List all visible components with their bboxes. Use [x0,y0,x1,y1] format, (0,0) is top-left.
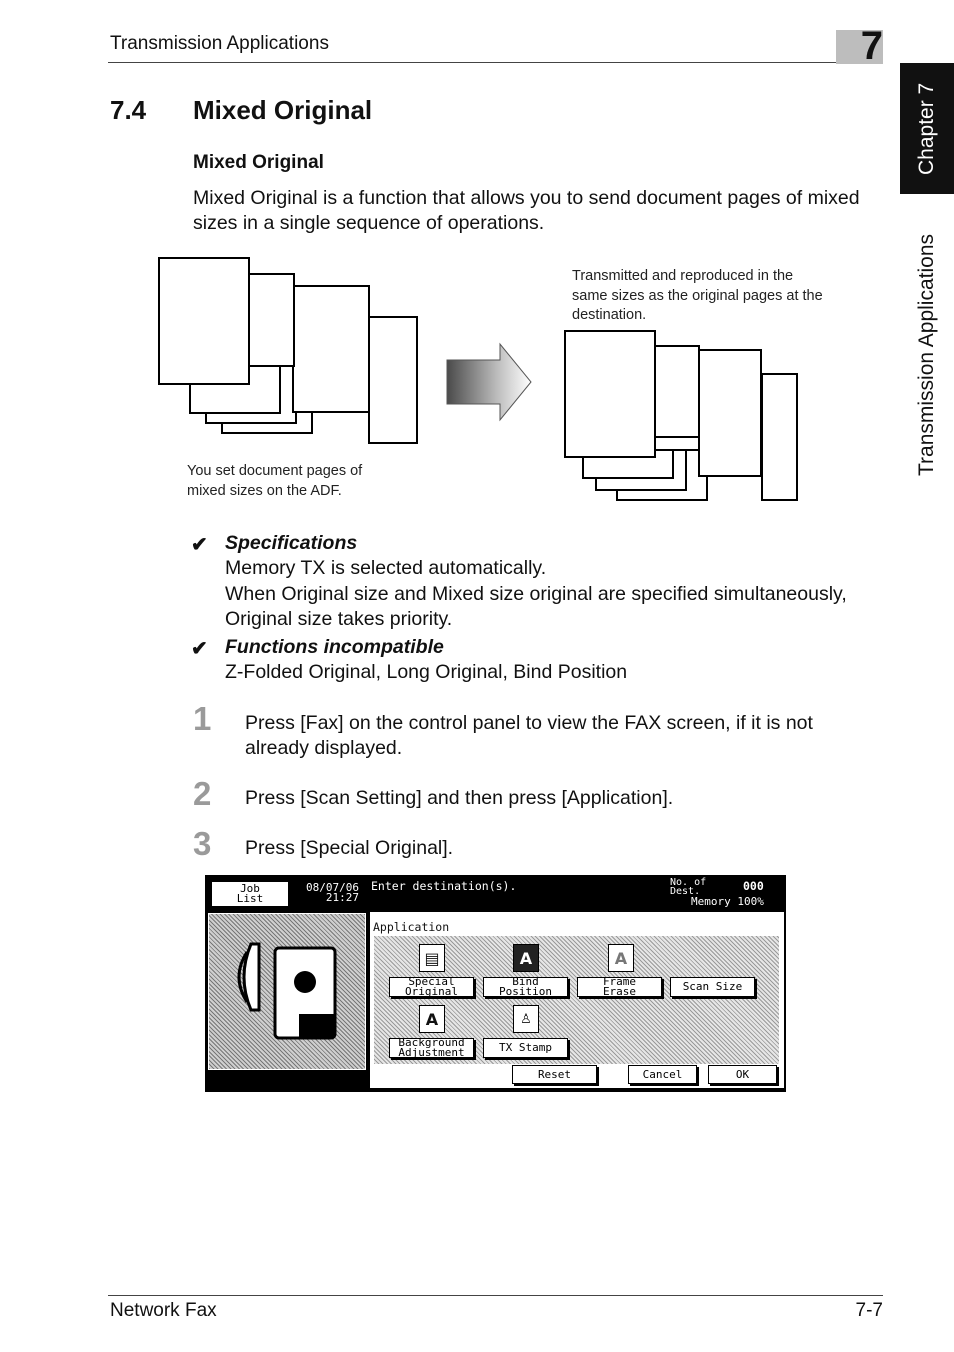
chapter-number-box [836,30,883,64]
fax-mode-panel [208,913,366,1070]
date: 08/07/06 [306,881,359,894]
reset-button[interactable]: Reset [512,1065,597,1084]
chapter-tab-label: Chapter 7 [915,82,938,175]
running-header: Transmission Applications [110,33,329,54]
header-rule [108,62,883,63]
background-adjustment-icon: A [419,1005,445,1033]
section-title: Mixed Original [193,95,373,125]
step-number: 1 [193,700,212,737]
fax-screen: Job List 08/07/06 21:27 Enter destinatio… [205,875,786,1092]
chapter-number: 7 [860,24,883,68]
chapter-tab [900,63,954,194]
section-tab-label: Transmission Applications [915,234,938,476]
panel-title: Application [373,920,450,934]
mixed-original-diagram [158,257,798,501]
bind-position-icon: A [513,944,539,972]
footer-title: Network Fax [110,1300,217,1321]
step-text: Press [Special Original]. [245,837,454,859]
incompatible-list: Z-Folded Original, Long Original, Bind P… [225,661,628,683]
dest-label: No. of Dest. [670,877,707,897]
step-number: 3 [193,825,212,862]
job-list-button[interactable]: Job List [211,881,289,907]
left-caption: You set document pages of mixed sizes on… [187,463,363,499]
spec-line: When Original size and Mixed size origin… [225,583,847,630]
memory-status: Memory 100% [691,895,764,908]
dest-count: 000 [743,879,764,893]
specifications-heading: Specifications [225,532,358,554]
special-original-button[interactable]: Special Original [389,976,474,997]
page-number: 7-7 [855,1300,883,1321]
right-caption: Transmitted and reproduced in the same s… [572,268,823,323]
original-pages-stack [158,257,418,444]
application-panel: Application ▤ A A A ♙ Special Original B… [369,911,785,1089]
intro-paragraph: Mixed Original is a function that allows… [193,187,860,234]
cancel-button[interactable]: Cancel [628,1065,697,1084]
ok-button[interactable]: OK [708,1065,777,1084]
step-number: 2 [193,775,212,812]
subsection-title: Mixed Original [193,152,324,173]
special-original-icon: ▤ [419,944,445,972]
frame-erase-icon: A [608,944,634,972]
fax-icon [237,942,337,1040]
step-text: Press [Fax] on the control panel to view… [245,712,813,759]
frame-erase-button[interactable]: Frame Erase [577,976,662,997]
prompt-text: Enter destination(s). [371,879,517,893]
time: 21:27 [325,891,359,904]
spec-line: Memory TX is selected automatically. [225,557,547,579]
arrow-icon [446,342,532,422]
functions-incompatible-heading: Functions incompatible [225,636,444,658]
check-icon: ✔ [191,638,208,660]
tx-stamp-icon: ♙ [513,1005,539,1033]
step-text: Press [Scan Setting] and then press [App… [245,787,674,809]
scan-size-button[interactable]: Scan Size [670,977,755,997]
bind-position-button[interactable]: Bind Position [483,976,568,997]
received-pages-stack [564,330,798,501]
footer-rule [108,1295,883,1296]
tx-stamp-button[interactable]: TX Stamp [483,1038,568,1058]
section-number: 7.4 [110,95,147,125]
check-icon: ✔ [191,534,208,556]
background-adjustment-button[interactable]: Background Adjustment [389,1037,474,1058]
